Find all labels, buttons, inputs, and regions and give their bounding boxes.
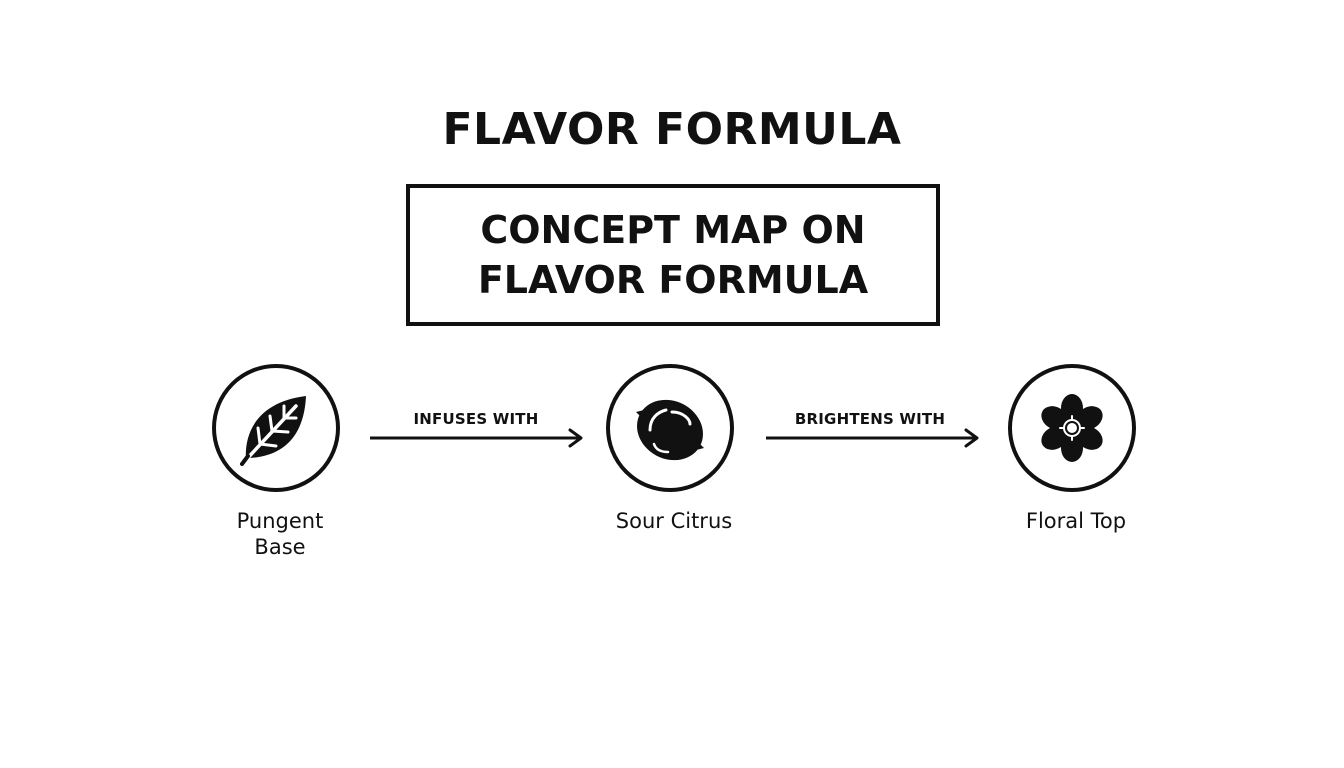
- node-pungent-base: [212, 364, 340, 492]
- arrow-right-icon: [766, 428, 979, 448]
- node-sour-citrus: [606, 364, 734, 492]
- flower-icon: [1041, 394, 1103, 462]
- edge-label-brightens-with: BRIGHTENS WITH: [794, 410, 946, 428]
- edge-label-infuses-with: INFUSES WITH: [413, 410, 539, 428]
- node-label-floral-top: Floral Top: [1025, 509, 1127, 533]
- concept-box-label: CONCEPT MAP ON FLAVOR FORMULA: [477, 208, 869, 302]
- node-label-pungent-base: Pungent Base: [236, 509, 324, 559]
- node-floral-top: [1008, 364, 1136, 492]
- leaf-icon: [240, 396, 306, 466]
- page-title: FLAVOR FORMULA: [442, 104, 902, 155]
- node-label-sour-citrus: Sour Citrus: [615, 509, 733, 533]
- arrow-right-icon: [370, 428, 583, 448]
- concept-box: CONCEPT MAP ON FLAVOR FORMULA: [406, 184, 940, 326]
- lemon-icon: [636, 399, 704, 461]
